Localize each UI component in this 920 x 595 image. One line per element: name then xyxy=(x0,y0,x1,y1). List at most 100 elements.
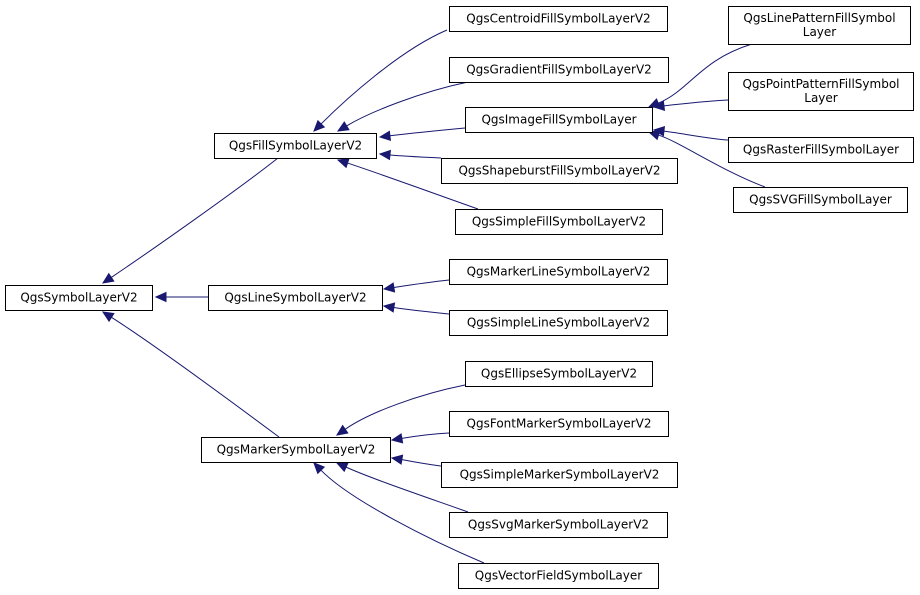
class-label: QgsVectorFieldSymbolLayer xyxy=(475,569,642,583)
class-node-shapeburst[interactable]: QgsShapeburstFillSymbolLayerV2 xyxy=(441,158,678,184)
class-node-line[interactable]: QgsLineSymbolLayerV2 xyxy=(208,285,383,311)
class-node-vectorfield[interactable]: QgsVectorFieldSymbolLayer xyxy=(458,563,659,589)
edge-fontmarker-to-marker xyxy=(390,432,450,444)
arrowhead-icon xyxy=(101,311,115,323)
nodes-layer: QgsSymbolLayerV2QgsFillSymbolLayerV2QgsL… xyxy=(5,6,914,589)
class-node-svgfill[interactable]: QgsSVGFillSymbolLayer xyxy=(733,187,908,213)
edge-gradient-to-fill xyxy=(336,81,469,132)
class-label: Layer xyxy=(804,91,838,105)
edge-ellipse-to-marker xyxy=(336,384,466,436)
class-box xyxy=(449,57,669,83)
class-box xyxy=(728,137,914,163)
edge-centroid-to-fill xyxy=(313,29,448,132)
class-label: QgsSimpleFillSymbolLayerV2 xyxy=(472,215,646,229)
class-node-centroid[interactable]: QgsCentroidFillSymbolLayerV2 xyxy=(449,6,668,32)
class-box xyxy=(728,72,914,111)
edge-line xyxy=(344,384,466,430)
class-node-imagefill[interactable]: QgsImageFillSymbolLayer xyxy=(465,107,653,133)
class-node-fill[interactable]: QgsFillSymbolLayerV2 xyxy=(214,133,377,159)
arrowhead-icon xyxy=(101,272,115,284)
class-label: QgsSvgMarkerSymbolLayerV2 xyxy=(468,518,649,532)
edge-pointpattern-to-imagefill xyxy=(652,99,729,112)
class-node-marker[interactable]: QgsMarkerSymbolLayerV2 xyxy=(201,437,391,463)
edge-markerline-to-line xyxy=(382,279,450,293)
class-box xyxy=(449,512,668,538)
class-box xyxy=(449,6,668,32)
class-node-simplefill[interactable]: QgsSimpleFillSymbolLayerV2 xyxy=(455,209,663,235)
class-box xyxy=(201,437,391,463)
class-box xyxy=(449,310,668,336)
class-label: QgsMarkerSymbolLayerV2 xyxy=(217,443,376,457)
edge-line xyxy=(663,130,729,141)
class-label: QgsLineSymbolLayerV2 xyxy=(224,291,366,305)
class-label: QgsMarkerLineSymbolLayerV2 xyxy=(467,265,651,279)
edge-line xyxy=(663,99,729,107)
class-box xyxy=(465,361,653,387)
class-box xyxy=(728,6,911,45)
edge-line xyxy=(111,157,279,278)
class-label: QgsFontMarkerSymbolLayerV2 xyxy=(467,417,652,431)
edge-simplemarker-to-marker xyxy=(390,454,442,467)
class-node-simpleline[interactable]: QgsSimpleLineSymbolLayerV2 xyxy=(449,310,668,336)
class-node-ellipse[interactable]: QgsEllipseSymbolLayerV2 xyxy=(465,361,653,387)
class-node-svgmarker[interactable]: QgsSvgMarkerSymbolLayerV2 xyxy=(449,512,668,538)
edge-line xyxy=(347,162,479,210)
class-node-gradient[interactable]: QgsGradientFillSymbolLayerV2 xyxy=(449,57,669,83)
class-node-rasterfill[interactable]: QgsRasterFillSymbolLayer xyxy=(728,137,914,163)
arrowhead-icon xyxy=(336,424,349,436)
edge-marker-to-symbol xyxy=(101,311,280,438)
edge-line xyxy=(111,316,280,438)
class-label: QgsRasterFillSymbolLayer xyxy=(743,143,899,157)
edge-line xyxy=(393,307,450,315)
class-label: QgsImageFillSymbolLayer xyxy=(481,113,636,127)
edge-line xyxy=(320,469,485,564)
class-label: Layer xyxy=(803,25,837,39)
edge-line xyxy=(389,127,466,137)
class-label: QgsSimpleMarkerSymbolLayerV2 xyxy=(460,468,660,482)
class-label: QgsGradientFillSymbolLayerV2 xyxy=(466,63,652,77)
class-label: QgsSVGFillSymbolLayer xyxy=(749,193,892,207)
edge-imagefill-to-fill xyxy=(378,127,466,141)
edge-line xyxy=(658,134,766,188)
class-label: QgsSymbolLayerV2 xyxy=(20,291,137,305)
edge-line xyxy=(401,432,450,439)
arrowhead-icon xyxy=(336,158,350,169)
arrowhead-icon xyxy=(154,291,167,303)
class-box xyxy=(214,133,377,159)
class-node-fontmarker[interactable]: QgsFontMarkerSymbolLayerV2 xyxy=(449,411,669,437)
class-node-markerline[interactable]: QgsMarkerLineSymbolLayerV2 xyxy=(449,259,668,285)
class-label: QgsEllipseSymbolLayerV2 xyxy=(481,367,637,381)
edge-fill-to-symbol xyxy=(101,157,279,284)
arrowhead-icon xyxy=(313,119,326,132)
class-node-symbol[interactable]: QgsSymbolLayerV2 xyxy=(5,285,153,311)
edge-simpleline-to-line xyxy=(382,302,450,315)
edge-line xyxy=(389,154,442,159)
edge-line-to-symbol xyxy=(154,291,208,303)
class-label: QgsPointPatternFillSymbol xyxy=(742,77,899,91)
class-box xyxy=(441,158,678,184)
class-box xyxy=(733,187,908,213)
class-box xyxy=(441,462,678,488)
arrowhead-icon xyxy=(390,433,404,444)
class-box xyxy=(465,107,653,133)
class-label: QgsCentroidFillSymbolLayerV2 xyxy=(466,12,650,26)
arrowhead-icon xyxy=(313,462,326,475)
arrowhead-icon xyxy=(378,130,392,141)
edge-line xyxy=(320,29,448,125)
edge-line xyxy=(401,459,442,467)
class-box xyxy=(449,259,668,285)
edge-line xyxy=(346,81,469,127)
class-label: QgsSimpleLineSymbolLayerV2 xyxy=(467,316,650,330)
edge-vectorfield-to-marker xyxy=(313,462,485,564)
class-box xyxy=(5,285,153,311)
edge-line xyxy=(393,279,450,288)
class-node-simplemarker[interactable]: QgsSimpleMarkerSymbolLayerV2 xyxy=(441,462,678,488)
arrowhead-icon xyxy=(390,454,404,465)
edge-svgmarker-to-marker xyxy=(335,462,469,513)
edge-line xyxy=(345,466,469,513)
class-label: QgsFillSymbolLayerV2 xyxy=(229,139,362,153)
arrowhead-icon xyxy=(382,302,396,313)
class-box xyxy=(458,563,659,589)
